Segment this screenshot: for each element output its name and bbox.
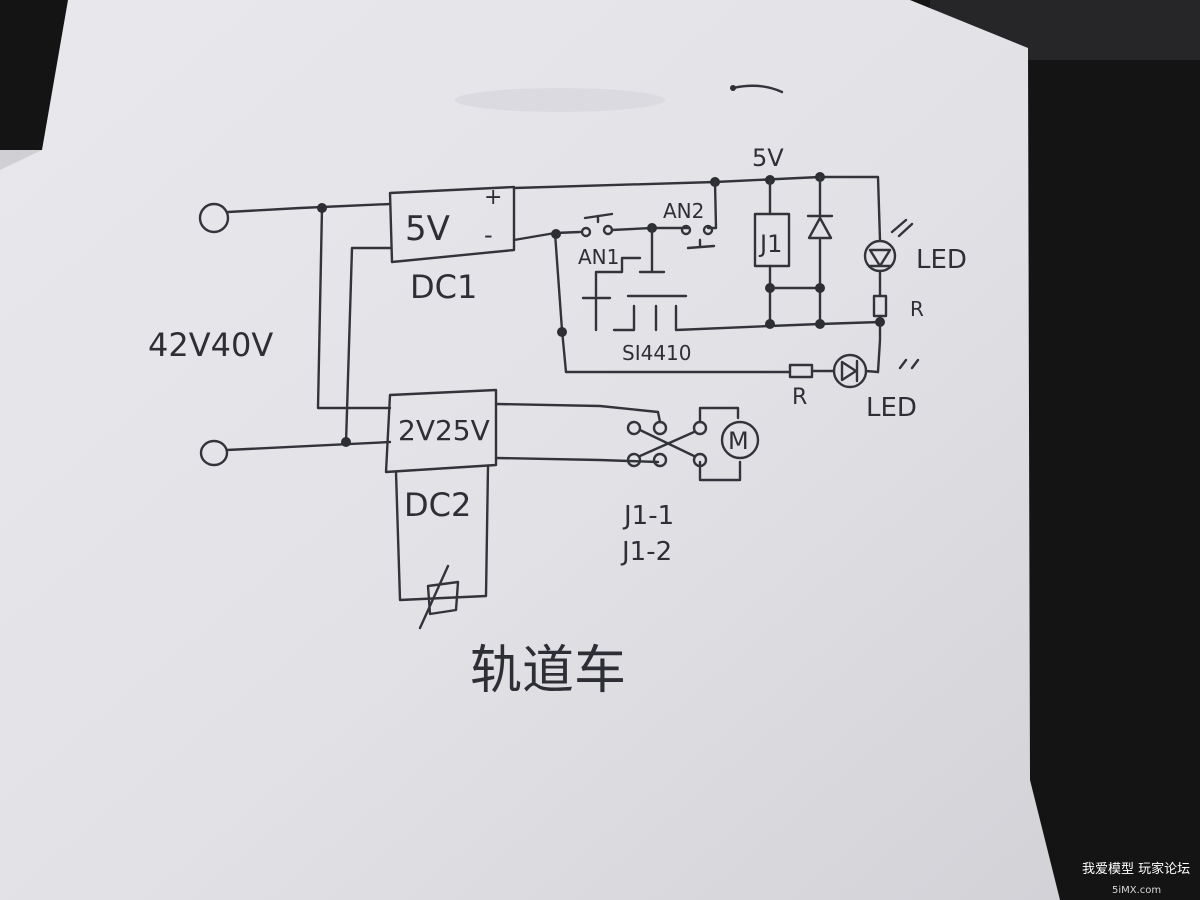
an1-label: AN1: [578, 245, 619, 269]
dc1-minus-label: -: [484, 221, 493, 249]
relay-j1: [753, 212, 791, 268]
dc1-name-label: DC1: [410, 268, 477, 306]
an2-label: AN2: [663, 199, 704, 223]
dc2-block: [384, 388, 498, 474]
junction: [815, 283, 825, 293]
rail-5v-label: 5V: [752, 144, 784, 172]
circuit-diagram: 5V + - DC1 42V40V 5V AN1 AN2 SI4410: [148, 144, 967, 701]
diagram-title: 轨道车: [470, 641, 626, 701]
an2-button: [686, 238, 716, 250]
junction: [765, 319, 775, 329]
junction: [557, 327, 567, 337]
motor-label: M: [728, 427, 749, 455]
stray-pen-dot: [730, 85, 736, 91]
wire-input-top: [226, 202, 392, 410]
relay-crossover: [638, 428, 696, 458]
led-top-label: LED: [916, 245, 967, 275]
contact-label-1: J1-1: [622, 501, 674, 531]
mosfet-label: SI4410: [622, 341, 692, 365]
mosfet-gate-wiring: [581, 226, 666, 332]
watermark-forum-name: 我爱模型 玩家论坛: [1082, 861, 1190, 877]
dc1-plus-label: +: [484, 185, 502, 210]
resistor-top-label: R: [910, 297, 924, 321]
dc1-output-label: 5V: [405, 209, 450, 249]
led-top-symbol: [867, 218, 914, 268]
watermark-site: 5iMX.com: [1112, 885, 1161, 896]
contact-label-2: J1-2: [620, 537, 672, 567]
an2-contact: [680, 224, 692, 236]
flyback-diode: [806, 214, 834, 240]
relay-contact: [626, 452, 642, 468]
junction: [341, 437, 351, 447]
led-bottom-symbol: [840, 358, 920, 383]
an1-button: [583, 212, 614, 224]
dc2-lower-box: [394, 464, 490, 602]
paper-sheet: [0, 0, 1060, 900]
relay-contact: [652, 452, 668, 468]
wire-led-bottom: [810, 369, 880, 374]
input-terminal-top: [198, 202, 230, 234]
an2-contact: [702, 224, 714, 236]
motor: [720, 420, 760, 460]
erased-smudge: [455, 88, 665, 112]
relay-contact: [692, 452, 708, 468]
junction: [875, 317, 885, 327]
potentiometer: [418, 564, 460, 630]
led-bottom-label: LED: [866, 393, 917, 423]
junction: [551, 229, 561, 239]
wire-input-bottom: [225, 246, 392, 452]
input-voltage-label: 42V40V: [148, 326, 273, 364]
relay-label: J1: [758, 230, 782, 258]
dc1-block: [388, 185, 516, 264]
junction: [815, 319, 825, 329]
wire-motor: [494, 402, 742, 482]
site-watermark: 我爱模型 玩家论坛 5iMX.com: [1082, 861, 1190, 896]
diode-wiring: [768, 175, 822, 326]
stray-pen-mark: [731, 84, 784, 94]
relay-contact: [652, 420, 668, 436]
resistor-bottom-label: R: [792, 385, 807, 410]
relay-contact: [692, 420, 708, 436]
dc2-name-label: DC2: [404, 486, 471, 524]
an1-contact: [580, 226, 592, 238]
resistor-top: [872, 294, 888, 318]
junction: [317, 203, 327, 213]
input-terminal-bottom: [199, 439, 229, 467]
led-bottom: [832, 353, 868, 389]
dc2-output-label: 2V25V: [398, 414, 490, 447]
mosfet-si4410: [612, 294, 882, 332]
relay-contact: [626, 420, 642, 436]
